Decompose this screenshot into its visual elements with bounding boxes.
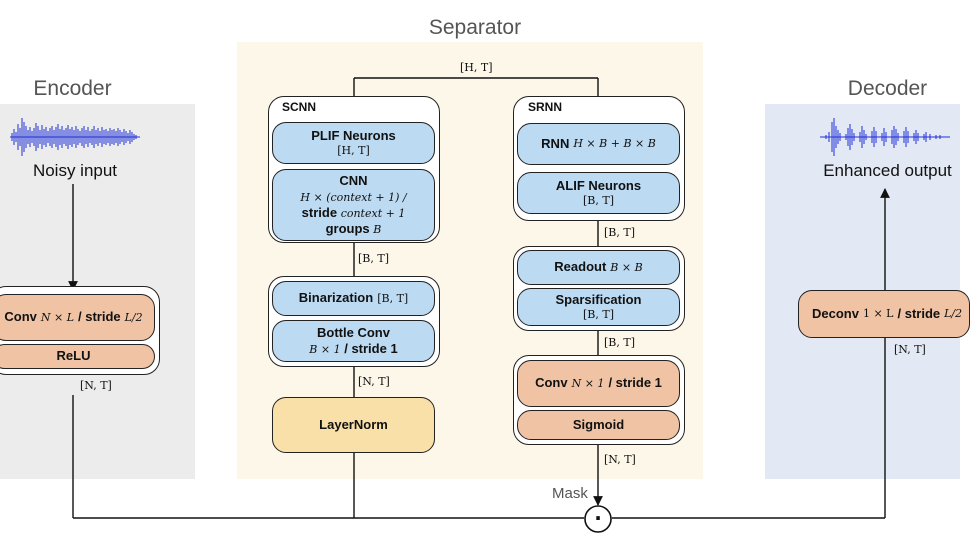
encoder-relu-box: ReLU	[0, 344, 155, 369]
bottle-conv-text: Bottle Conv	[317, 324, 390, 340]
rnn-math: H × B + B × B	[573, 137, 656, 151]
cnn-line4: groups B	[326, 221, 382, 237]
cnn-line2: H × (context + 1) /	[300, 189, 406, 205]
plif-dim: [H, T]	[337, 144, 370, 158]
sigmoid-text: Sigmoid	[572, 416, 625, 432]
binarization-text: Binarization	[298, 290, 374, 306]
bottle-out-dim: [N, T]	[358, 375, 390, 388]
bottle-conv-line2: B × 1 / stride 1	[309, 341, 397, 357]
separator-title: Separator	[428, 16, 522, 39]
cnn-line4a: groups	[325, 221, 370, 237]
layernorm-text: LayerNorm	[319, 416, 388, 432]
srnn-label: SRNN	[528, 100, 563, 114]
deconv-math: 1 × L	[862, 307, 894, 321]
layernorm-box: LayerNorm	[272, 397, 435, 453]
deconv-stride: / stride	[897, 305, 941, 321]
encoder-title: Encoder	[33, 77, 112, 100]
sigmoid-out-dim: [N, T]	[604, 453, 636, 466]
sparsification-text: Sparsification	[555, 292, 642, 307]
encoder-out-dim: [N, T]	[80, 379, 112, 392]
bottle-conv-box: Bottle Conv B × 1 / stride 1	[272, 320, 435, 362]
plif-text: PLIF Neurons	[311, 128, 396, 143]
multiply-symbol: ·	[594, 506, 602, 530]
scnn-out-dim: [B, T]	[358, 252, 389, 265]
alif-box: ALIF Neurons [B, T]	[517, 172, 680, 214]
rnn-box: RNN H × B + B × B	[517, 123, 680, 165]
mask-conv-box: Conv N × 1 / stride 1	[517, 360, 680, 407]
readout-box: Readout B × B	[517, 250, 680, 285]
sparsification-box: Sparsification [B, T]	[517, 288, 680, 326]
mask-label: Mask	[552, 485, 588, 502]
cnn-line3a: stride	[301, 205, 338, 220]
cnn-line4b: B	[373, 223, 382, 237]
mask-conv-text: Conv	[535, 375, 568, 391]
decoder-out-dim: [N, T]	[894, 343, 926, 356]
bottle-conv-math: B × 1	[309, 343, 341, 356]
mask-conv-math: N × 1	[571, 376, 605, 390]
readout-math: B × B	[610, 260, 643, 274]
alif-text: ALIF Neurons	[555, 178, 642, 193]
sigmoid-box: Sigmoid	[517, 410, 680, 440]
bottle-conv-stride: / stride 1	[344, 341, 398, 356]
rnn-text: RNN	[541, 135, 570, 151]
binarization-dim: [B, T]	[377, 291, 409, 305]
cnn-text: CNN	[339, 172, 368, 188]
plif-box: PLIF Neurons [H, T]	[272, 122, 435, 164]
encoder-conv-text: Conv	[4, 309, 37, 325]
cnn-box: CNN H × (context + 1) / stride context +…	[272, 169, 435, 241]
readout-out-dim: [B, T]	[604, 336, 635, 349]
sparsification-dim: [B, T]	[583, 308, 614, 322]
encoder-conv-stride: / stride	[78, 309, 121, 325]
mask-conv-stride: / stride 1	[608, 375, 662, 391]
encoder-conv-stride-math: L/2	[124, 310, 143, 324]
cnn-line2-math: H × (context + 1) /	[300, 190, 407, 204]
decoder-title: Decoder	[847, 77, 928, 100]
encoder-conv-math: N × L	[40, 310, 74, 324]
cnn-line3: stride context + 1	[302, 205, 406, 221]
alif-dim: [B, T]	[583, 194, 614, 208]
multiply-node	[584, 505, 612, 533]
encoder-conv-box: Conv N × L / stride L/2	[0, 294, 155, 341]
deconv-box: Deconv 1 × L / stride L/2	[798, 290, 970, 338]
srnn-out-dim: [B, T]	[604, 226, 635, 239]
deconv-text: Deconv	[812, 305, 859, 321]
cnn-line3b: context + 1	[340, 207, 406, 220]
deconv-stride-math: L/2	[944, 307, 963, 321]
noisy-waveform-icon	[10, 118, 140, 156]
enhanced-output-label: Enhanced output	[823, 161, 952, 180]
readout-text: Readout	[554, 259, 607, 275]
noisy-input-label: Noisy input	[32, 161, 118, 180]
enhanced-waveform-icon	[820, 118, 950, 156]
scnn-label: SCNN	[282, 100, 317, 114]
encoder-relu-text: ReLU	[56, 348, 91, 364]
binarization-box: Binarization [B, T]	[272, 281, 435, 316]
separator-top-dim: [H, T]	[460, 61, 493, 74]
